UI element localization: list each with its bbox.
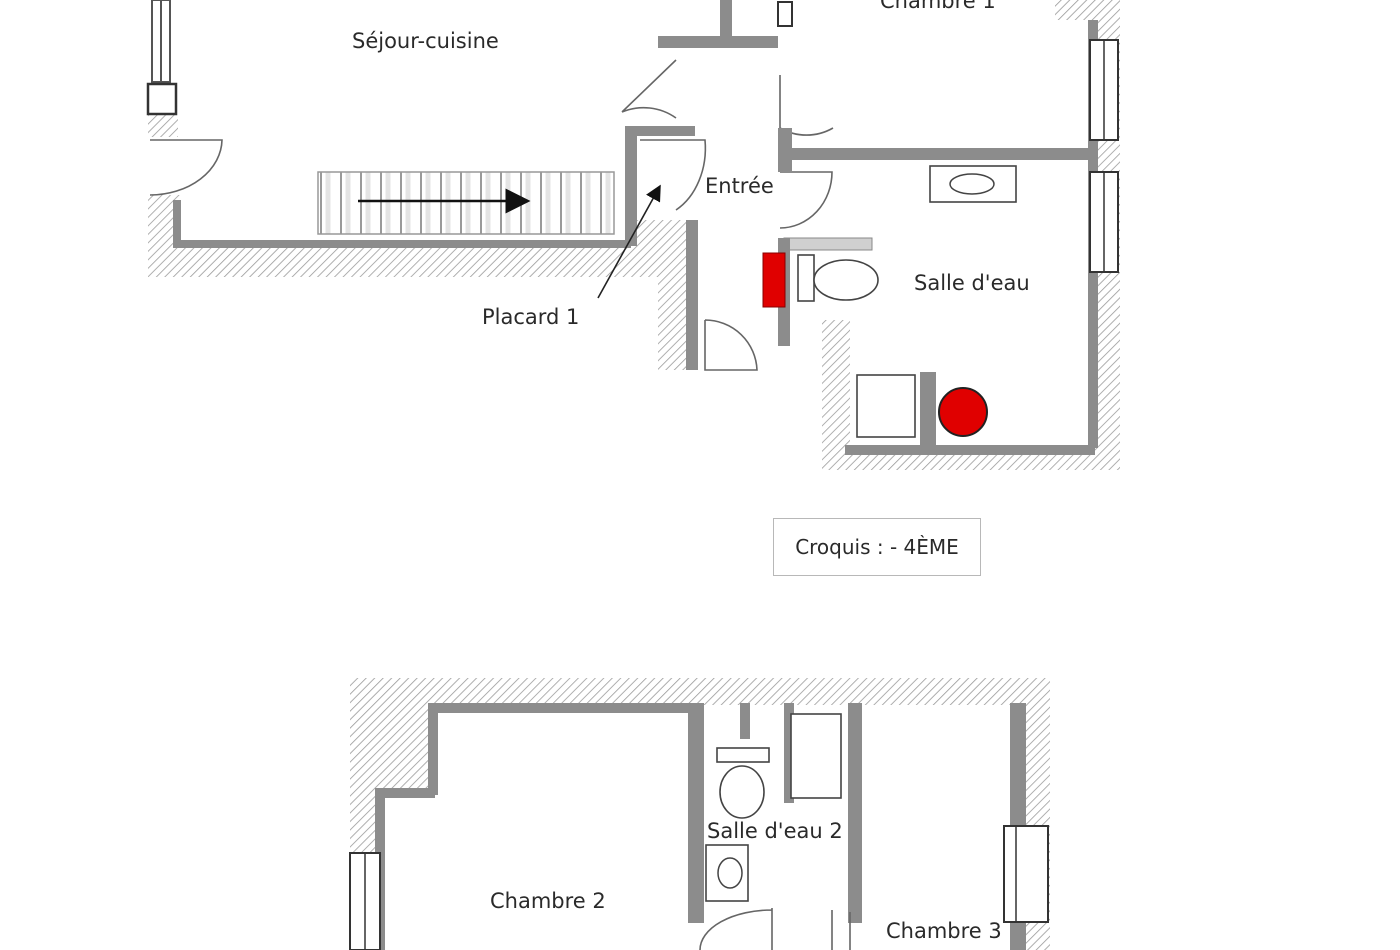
sde2-wall-left <box>688 703 704 923</box>
lower-wall-step <box>375 788 435 798</box>
sdb-door <box>779 171 833 229</box>
washbasin <box>929 165 1017 203</box>
entree-wall-lower-left <box>686 220 698 370</box>
lower-wall-top <box>428 703 692 713</box>
sde2-wall-stub <box>740 703 750 739</box>
washbasin2 <box>705 844 749 902</box>
lower-wall-step-v <box>428 703 438 795</box>
label-salle-eau: Salle d'eau <box>914 271 1030 295</box>
lower-floor: Salle d'eau 2 Chambre 2 Chambre 3 <box>349 678 1050 950</box>
lower-outer-wall <box>350 678 1050 950</box>
window-chambre3 <box>1003 825 1049 923</box>
wc-bowl <box>813 259 879 301</box>
sejour-inner-wall <box>173 240 631 248</box>
water-heater <box>938 387 988 437</box>
label-chambre2: Chambre 2 <box>490 889 606 913</box>
label-salle-eau2: Salle d'eau 2 <box>707 819 843 843</box>
chambre1-door <box>779 75 834 136</box>
upper-floor: Séjour-cuisine Chambre 1 Entrée Salle d'… <box>146 0 1120 470</box>
label-chambre3: Chambre 3 <box>886 919 1002 943</box>
entree-wall-right <box>778 128 792 172</box>
sejour-wall-stub <box>148 115 178 137</box>
wc-partition <box>783 237 873 251</box>
wc-tank <box>797 254 815 302</box>
boiler <box>777 1 793 27</box>
chambre3-door <box>831 910 851 950</box>
entree-door-left <box>621 59 677 119</box>
placard-pointer <box>597 184 661 299</box>
wc2-tank <box>716 747 770 763</box>
sde2-wall-right <box>848 703 862 923</box>
sejour-door <box>149 139 223 196</box>
sdb-wall-bottom <box>845 445 1095 455</box>
placard-wall-left <box>625 126 637 246</box>
entree-wall-top <box>658 36 778 48</box>
shower-partition <box>920 372 936 446</box>
shower2 <box>790 713 842 799</box>
placard-wall-top <box>625 126 695 136</box>
electrical-panel <box>762 252 786 308</box>
shower2-wall <box>784 703 794 803</box>
label-placard: Placard 1 <box>482 305 579 329</box>
chambre1-wall-bottom <box>792 148 1092 160</box>
label-entree: Entrée <box>705 174 774 198</box>
staircase <box>317 171 615 235</box>
plan-caption: Croquis : - 4ÈME <box>773 518 981 576</box>
sde2-door <box>699 908 773 950</box>
column <box>146 82 178 116</box>
shower-tray <box>856 374 916 438</box>
placard-door <box>640 139 707 211</box>
sejour-wall-left <box>173 200 181 248</box>
entree-front-door <box>704 319 758 371</box>
label-chambre1: Chambre 1 <box>880 0 996 13</box>
wc2-bowl <box>719 765 765 819</box>
label-sejour: Séjour-cuisine <box>352 29 499 53</box>
entree-wall-shaft <box>720 0 732 40</box>
